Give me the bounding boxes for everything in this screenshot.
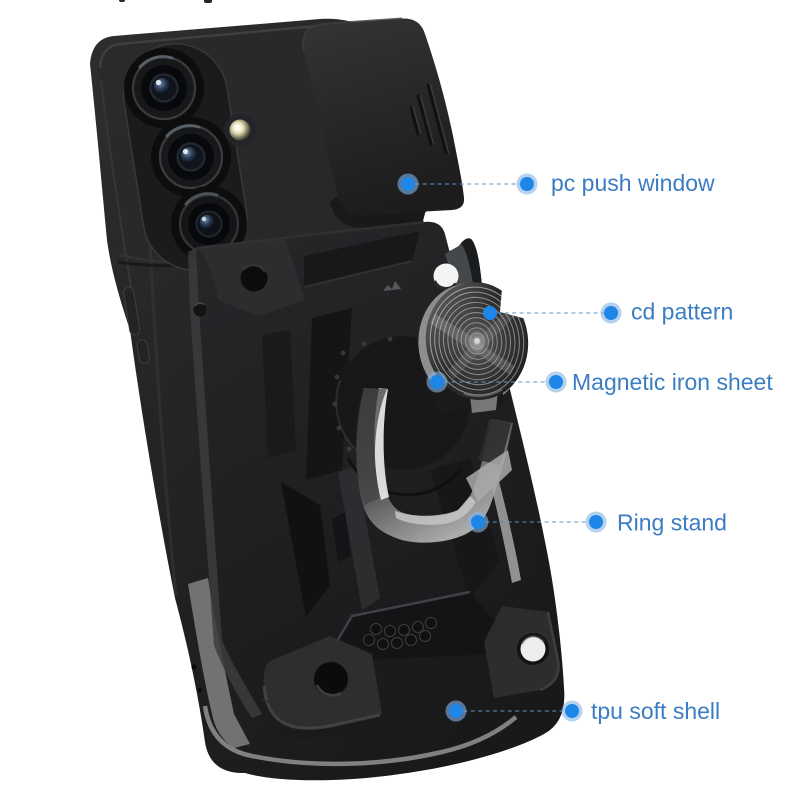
svg-text:Magnetic iron sheet: Magnetic iron sheet (572, 369, 773, 395)
svg-text:cd pattern: cd pattern (631, 299, 733, 325)
svg-text:pc push window: pc push window (551, 170, 715, 196)
svg-text:tpu soft shell: tpu soft shell (591, 698, 720, 724)
svg-text:Ring stand: Ring stand (617, 510, 727, 536)
